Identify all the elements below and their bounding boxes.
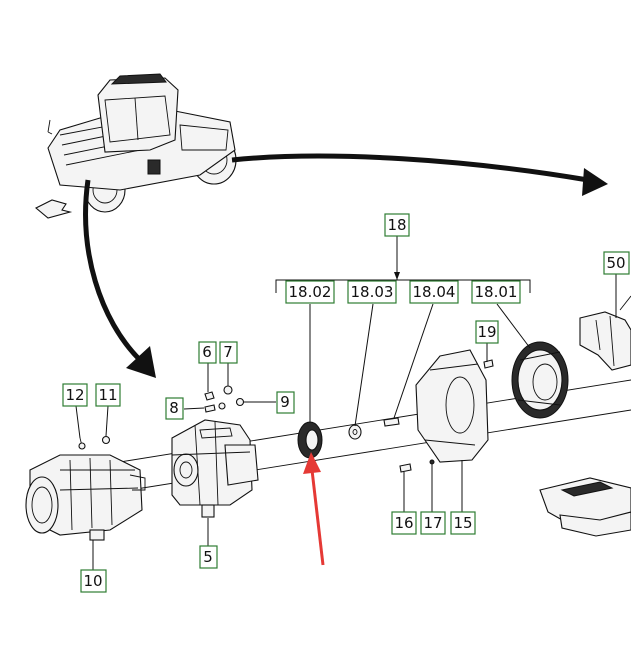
- leader-11: [105, 405, 109, 437]
- leader-8: [183, 407, 205, 410]
- callout-15: 15: [450, 511, 476, 535]
- group-18-bracket: [275, 279, 531, 293]
- callout-18-03: 18.03: [347, 280, 397, 304]
- leader-12: [75, 405, 81, 439]
- leader-18-03: [354, 303, 374, 427]
- part-18-02-coupling-hub: [297, 421, 323, 459]
- callout-10: 10: [80, 569, 107, 593]
- part-18-01-coupling-disc: [511, 341, 569, 419]
- svg-text:11: 11: [98, 386, 117, 404]
- roller-machine-illustration: [35, 73, 237, 219]
- callout-18: 18: [384, 213, 410, 237]
- svg-text:17: 17: [423, 514, 442, 532]
- part-50-bracket: [579, 295, 631, 371]
- svg-text:18.04: 18.04: [413, 283, 456, 301]
- callout-18-01: 18.01: [471, 280, 521, 304]
- callout-12: 12: [62, 383, 88, 407]
- svg-text:10: 10: [83, 572, 102, 590]
- engine-block-fragment: [539, 477, 631, 537]
- callout-17: 17: [420, 511, 446, 535]
- callout-16: 16: [391, 511, 417, 535]
- small-hardware: [78, 359, 494, 473]
- callout-5: 5: [199, 545, 218, 569]
- svg-text:50: 50: [606, 254, 625, 272]
- callout-19: 19: [475, 320, 499, 344]
- svg-text:18.02: 18.02: [289, 283, 332, 301]
- curved-arrow-right: [231, 153, 589, 183]
- svg-text:7: 7: [223, 343, 233, 361]
- callout-9: 9: [276, 391, 295, 414]
- callout-18-04: 18.04: [409, 280, 459, 304]
- svg-text:15: 15: [453, 514, 472, 532]
- svg-text:8: 8: [169, 399, 179, 417]
- callout-6: 6: [198, 341, 217, 364]
- curved-arrow-right-head: [582, 168, 608, 196]
- svg-text:16: 16: [394, 514, 413, 532]
- svg-text:18.03: 18.03: [351, 283, 394, 301]
- svg-text:18: 18: [387, 216, 406, 234]
- callout-8: 8: [165, 397, 184, 420]
- callout-7: 7: [219, 341, 238, 364]
- callout-18-02: 18.02: [285, 280, 335, 304]
- leader-18-04: [393, 303, 434, 419]
- svg-text:18.01: 18.01: [475, 283, 518, 301]
- svg-text:12: 12: [65, 386, 84, 404]
- part-18-04-screw: [383, 417, 400, 427]
- svg-text:9: 9: [280, 393, 290, 411]
- part-10-pump: [25, 454, 146, 541]
- group-18-stem-arrowhead: [394, 272, 400, 280]
- callout-50: 50: [603, 251, 630, 275]
- svg-text:19: 19: [477, 323, 496, 341]
- curved-arrow-down-head: [126, 346, 156, 378]
- highlight-arrow: [303, 452, 325, 566]
- leader-18-01: [496, 303, 531, 349]
- part-15-flange-plate: [415, 349, 489, 463]
- svg-text:5: 5: [203, 548, 213, 566]
- part-18-03-washer: [348, 424, 362, 440]
- svg-text:6: 6: [202, 343, 212, 361]
- curved-arrow-down: [83, 179, 142, 362]
- part-5-motor: [171, 419, 259, 518]
- callout-11: 11: [95, 383, 121, 407]
